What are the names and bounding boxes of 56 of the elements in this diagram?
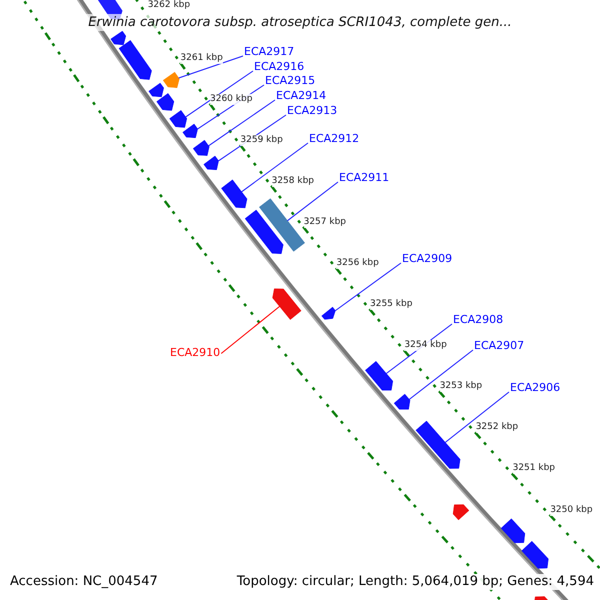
gene-feature	[244, 210, 284, 254]
gene-label: ECA2913	[287, 104, 338, 117]
genome-summary: Topology: circular; Length: 5,064,019 bp; Genes: 4,594	[236, 574, 594, 590]
gene-feature	[182, 124, 198, 138]
scale-label: 3262 kbp	[148, 0, 190, 11]
gene-feature	[500, 518, 526, 544]
gene-feature	[162, 72, 180, 88]
scale-label: 3256 kbp	[336, 258, 379, 269]
leader-line	[178, 56, 244, 78]
leader-line	[208, 100, 276, 146]
gene-label: ECA2907	[474, 339, 524, 352]
scale-label: 3257 kbp	[304, 216, 346, 228]
leader-line	[408, 350, 474, 400]
gene-feature	[156, 93, 174, 111]
gene-feature	[521, 540, 549, 569]
leader-line	[444, 392, 510, 443]
gene-label: ECA2910	[170, 346, 220, 359]
scale-label: 3252 kbp	[476, 422, 518, 434]
gene-feature	[204, 156, 219, 170]
gene-label: ECA2909	[402, 252, 452, 265]
gene-feature	[118, 40, 152, 80]
gene-label: ECA2916	[254, 60, 304, 73]
accession-text: Accession: NC_004547	[10, 574, 158, 590]
gene-feature	[192, 140, 210, 156]
scale-label: 3250 kbp	[550, 504, 593, 516]
leader-line	[334, 262, 402, 312]
scale-label: 3253 kbp	[440, 381, 482, 392]
gene-label: ECA2917	[244, 45, 294, 58]
scale-label: 3259 kbp	[240, 134, 283, 146]
leader-line	[287, 182, 338, 222]
scale-label: 3261 kbp	[180, 52, 223, 64]
leader-line	[185, 70, 254, 118]
gene-label: ECA2911	[339, 171, 390, 184]
gene-feature	[321, 306, 336, 320]
scale-label: 3258 kbp	[272, 176, 314, 187]
gene-label: ECA2915	[265, 74, 316, 87]
gene-feature	[148, 82, 164, 98]
gene-label: ECA2908	[453, 313, 504, 326]
gene-label: ECA2914	[276, 89, 326, 102]
gene-block	[259, 198, 305, 252]
gene-feature	[221, 180, 248, 208]
gene-label: ECA2912	[309, 132, 360, 145]
scale-label: 3254 kbp	[404, 340, 447, 352]
gene-feature	[169, 110, 188, 128]
gene-feature	[452, 504, 470, 520]
gene-feature	[272, 288, 302, 320]
gene-feature	[394, 394, 410, 410]
leader-line	[220, 306, 280, 354]
gene-feature	[365, 361, 394, 390]
scale-label: 3251 kbp	[512, 463, 555, 474]
gene-feature	[416, 420, 460, 469]
scale-label: 3260 kbp	[210, 94, 252, 105]
leader-line	[241, 142, 308, 192]
gene-label: ECA2906	[510, 381, 560, 394]
scale-label: 3255 kbp	[370, 299, 412, 310]
gene-feature	[534, 596, 550, 600]
